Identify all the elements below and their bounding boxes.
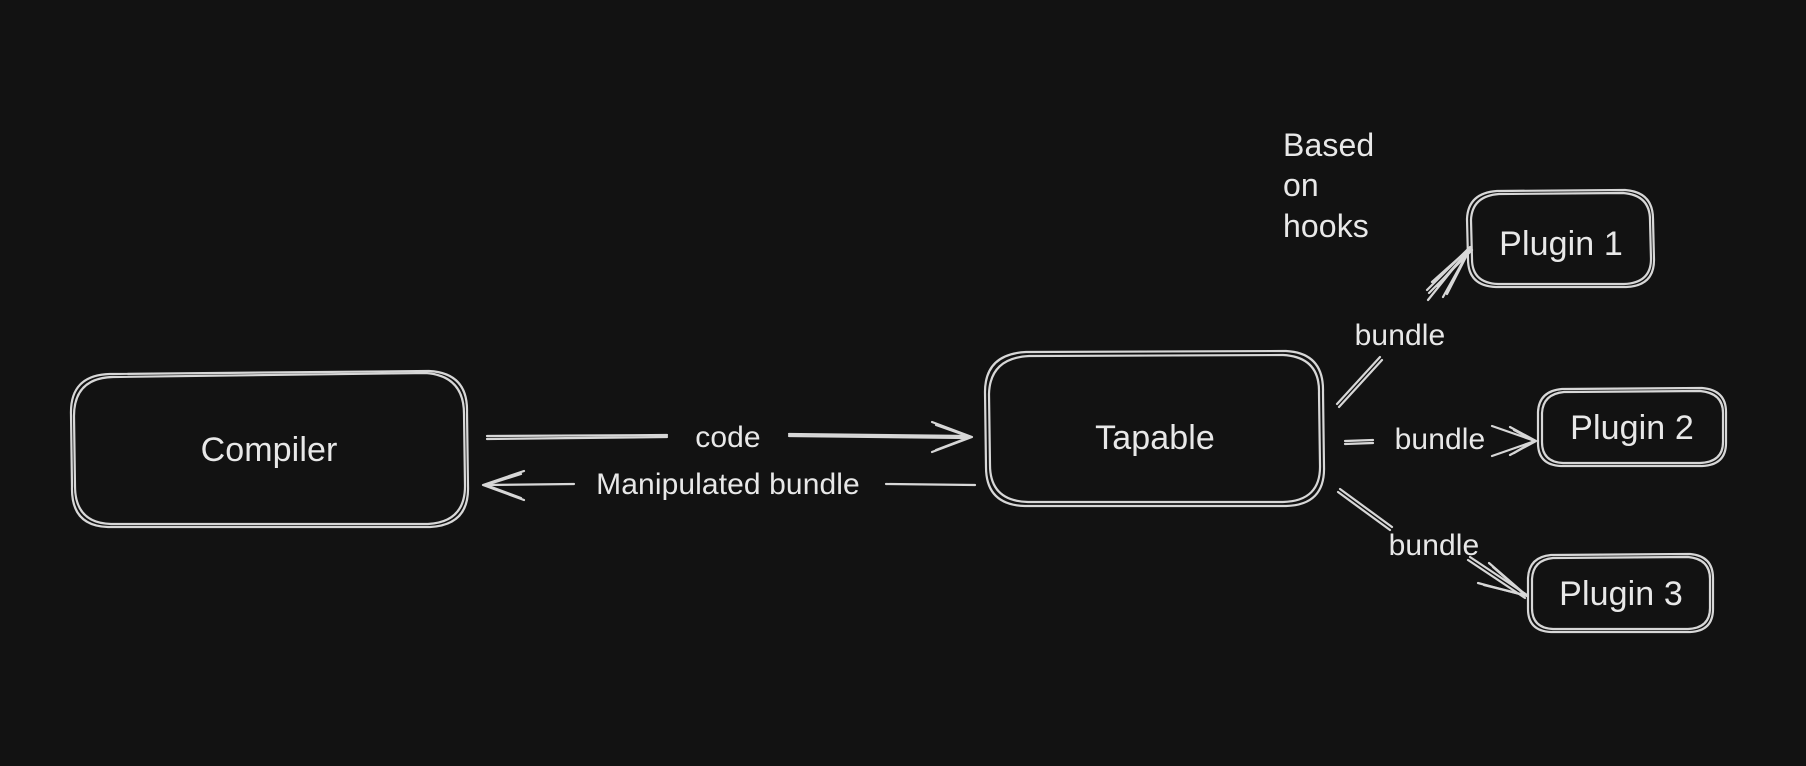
node-label-tapable[interactable]: Tapable [1095, 419, 1215, 457]
node-label-compiler[interactable]: Compiler [200, 431, 338, 469]
node-label-plugin-1[interactable]: Plugin 1 [1499, 225, 1623, 263]
edge-label-manipulated-bundle[interactable]: Manipulated bundle [596, 468, 860, 501]
node-label-plugin-3[interactable]: Plugin 3 [1559, 575, 1683, 613]
edge-label-code[interactable]: code [695, 421, 761, 454]
edge-label-bundle-plugin-1[interactable]: bundle [1354, 319, 1446, 352]
edge-label-bundle-plugin-2[interactable]: bundle [1394, 423, 1486, 456]
node-label-plugin-2[interactable]: Plugin 2 [1570, 409, 1694, 447]
edge-label-bundle-plugin-3[interactable]: bundle [1388, 529, 1480, 562]
note-based-on-hooks[interactable]: Based on hooks [1283, 127, 1375, 244]
